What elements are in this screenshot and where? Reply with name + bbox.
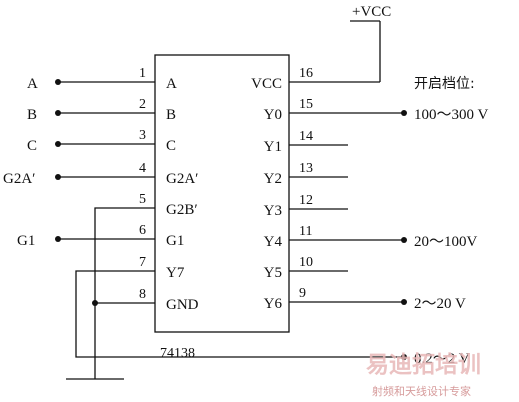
pin-label-g2a: G2A′ <box>166 171 198 187</box>
pin-num-2: 2 <box>139 97 146 112</box>
pin-num-8: 8 <box>139 287 146 302</box>
pin-label-g2b: G2B′ <box>166 202 198 218</box>
pin-label-gnd: GND <box>166 297 199 313</box>
output-y4-terminal <box>401 237 407 243</box>
pin-num-15: 15 <box>299 97 313 112</box>
pin-label-c: C <box>166 138 176 154</box>
range-label-0.2-2: 0.2～2 V <box>414 351 470 367</box>
power-label: +VCC <box>352 4 391 20</box>
pin-label-y5: Y5 <box>264 265 282 281</box>
pin-label-y7: Y7 <box>166 265 185 281</box>
output-y0-terminal <box>401 110 407 116</box>
input-c-terminal <box>55 141 61 147</box>
pin-num-5: 5 <box>139 192 146 207</box>
range-label-2-20: 2～20 V <box>414 296 466 312</box>
pin-num-16: 16 <box>299 66 313 81</box>
pin-num-12: 12 <box>299 193 313 208</box>
input-g1-terminal <box>55 236 61 242</box>
chip-body <box>154 54 290 333</box>
input-b-terminal <box>55 110 61 116</box>
pin-label-y6: Y6 <box>264 296 283 312</box>
range-label-100-300: 100～300 V <box>414 107 488 123</box>
output-y7-terminal <box>401 354 407 360</box>
pin-num-1: 1 <box>139 66 146 81</box>
pin-label-y1: Y1 <box>264 139 282 155</box>
input-label-g1: G1 <box>17 233 35 249</box>
pin-num-4: 4 <box>139 161 146 176</box>
pin-num-13: 13 <box>299 161 313 176</box>
pin-label-g1: G1 <box>166 233 184 249</box>
pin-num-7: 7 <box>139 255 146 270</box>
ground-junction <box>92 300 98 306</box>
pin-label-b: B <box>166 107 176 123</box>
pin-num-11: 11 <box>299 224 312 239</box>
input-label-b: B <box>27 107 37 123</box>
pin-label-y4: Y4 <box>264 234 283 250</box>
pin-num-10: 10 <box>299 255 313 270</box>
output-y6-terminal <box>401 299 407 305</box>
input-g2a-terminal <box>55 174 61 180</box>
chip-name: 74138 <box>160 346 195 361</box>
pin-label-y0: Y0 <box>264 107 282 123</box>
range-label-20-100: 20～100V <box>414 234 478 250</box>
pin5-wire <box>94 207 155 379</box>
pin-label-vcc: VCC <box>251 76 282 92</box>
pin-label-y2: Y2 <box>264 171 282 187</box>
input-label-g2a: G2A′ <box>3 171 35 187</box>
input-label-a: A <box>27 76 38 92</box>
pin-label-a: A <box>166 76 177 92</box>
pin-label-y3: Y3 <box>264 203 282 219</box>
watermark-sub: 射频和天线设计专家 <box>372 384 471 398</box>
pin-num-6: 6 <box>139 223 146 238</box>
input-label-c: C <box>27 138 37 154</box>
input-a-terminal <box>55 79 61 85</box>
pin-num-14: 14 <box>299 129 313 144</box>
watermark-main: 易迪拓培训 <box>366 351 481 378</box>
pin-num-3: 3 <box>139 128 146 143</box>
range-title: 开启档位: <box>414 76 475 92</box>
pin-num-9: 9 <box>299 286 306 301</box>
pin7-wire <box>75 270 404 358</box>
